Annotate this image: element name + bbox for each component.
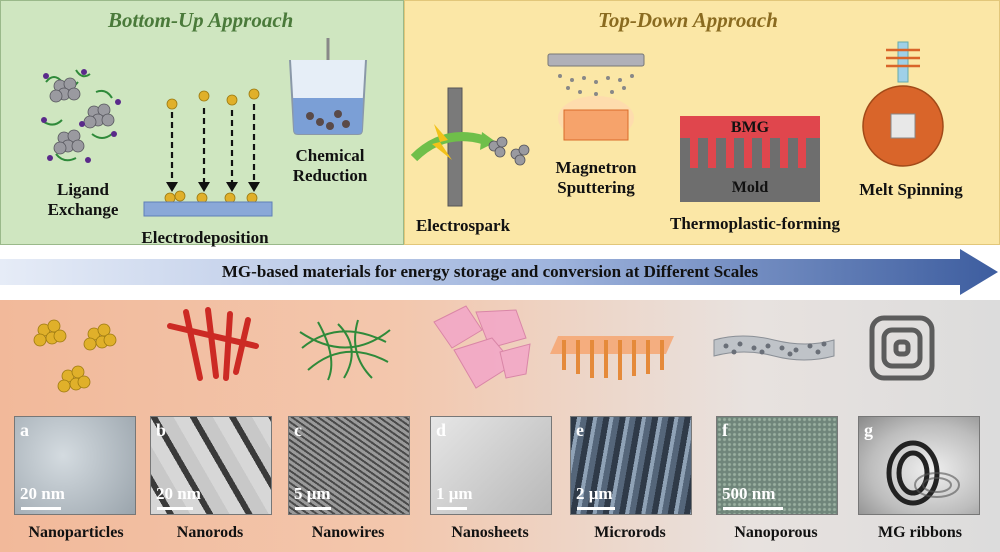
material-label-mg-ribbons: MG ribbons — [877, 524, 962, 541]
bottom-up-title: Bottom-Up Approach — [108, 8, 294, 32]
micrograph-nanosheets: d 1 μm — [430, 416, 552, 515]
scale-bar-label: 20 nm — [156, 484, 201, 503]
panel-letter: a — [20, 420, 29, 440]
panel-letter: e — [576, 420, 584, 440]
ribbon-coil-schematic-icon — [869, 315, 935, 381]
method-thermoplastic-forming: Thermoplastic-forming — [670, 214, 840, 233]
method-magnetron-sputtering: Magnetron Sputtering — [555, 158, 637, 197]
panel-letter: g — [864, 420, 873, 440]
nanowires-schematic-icon — [299, 319, 391, 381]
micrograph-nanorods: b 20 nm — [150, 416, 272, 515]
material-label-microrods: Microrods — [594, 524, 666, 541]
bmg-label: BMG — [730, 119, 770, 136]
mold-label: Mold — [731, 179, 769, 196]
method-electrodeposition: Electrodeposition — [141, 228, 269, 247]
material-label-nanowires: Nanowires — [311, 524, 385, 541]
material-label-nanoporous: Nanoporous — [734, 524, 818, 541]
nanoparticles-schematic-icon — [33, 319, 117, 393]
micrograph-microrods: e 2 μm — [570, 416, 692, 515]
method-electrospark: Electrospark — [415, 216, 511, 235]
scale-bar-label: 20 nm — [20, 484, 65, 503]
beaker-icon — [289, 38, 367, 135]
material-label-nanoparticles: Nanoparticles — [28, 524, 124, 541]
panel-letter: c — [294, 420, 302, 440]
micrograph-nanowires: c 5 μm — [288, 416, 410, 515]
scale-bar — [21, 507, 61, 510]
ligand-cluster-icon — [41, 69, 121, 163]
banner-text: MG-based materials for energy storage an… — [221, 262, 759, 281]
scale-bar — [437, 507, 467, 510]
scale-bar-label: 5 μm — [294, 484, 331, 503]
panel-letter: d — [436, 420, 447, 440]
nanoporous-schematic-icon — [713, 335, 835, 361]
scale-bar — [723, 507, 783, 510]
method-ligand-exchange: Ligand Exchange — [47, 180, 119, 219]
scale-bar-label: 1 μm — [436, 484, 473, 503]
ribbon-coil-photo-icon — [886, 440, 960, 506]
electrodeposition-icon — [143, 88, 273, 217]
nanosheets-schematic-icon — [433, 305, 531, 389]
micrograph-nanoparticles: a 20 nm — [14, 416, 136, 515]
scale-bar — [157, 507, 193, 510]
scale-bar-label: 500 nm — [722, 484, 776, 503]
melt-spinning-wheel-icon — [862, 41, 944, 167]
photo-mg-ribbons: g — [858, 416, 980, 515]
material-label-nanorods: Nanorods — [176, 524, 244, 541]
micrograph-nanoporous: f 500 nm — [716, 416, 838, 515]
scale-arrow — [0, 249, 998, 295]
scale-bar-label: 2 μm — [576, 484, 613, 503]
microrods-schematic-icon — [550, 336, 674, 380]
method-chemical-reduction: Chemical Reduction — [292, 146, 368, 185]
top-down-title: Top-Down Approach — [598, 8, 778, 32]
thermoplastic-mold-icon — [680, 116, 820, 202]
electrospark-icon — [410, 87, 530, 207]
panel-letter: f — [722, 420, 728, 440]
scale-bar — [577, 507, 615, 510]
material-label-nanosheets: Nanosheets — [451, 524, 529, 541]
magnetron-icon — [547, 53, 645, 141]
panel-letter: b — [156, 420, 167, 440]
nanorods-schematic-icon — [167, 307, 259, 381]
method-melt-spinning: Melt Spinning — [859, 180, 963, 199]
scale-bar — [295, 507, 331, 510]
